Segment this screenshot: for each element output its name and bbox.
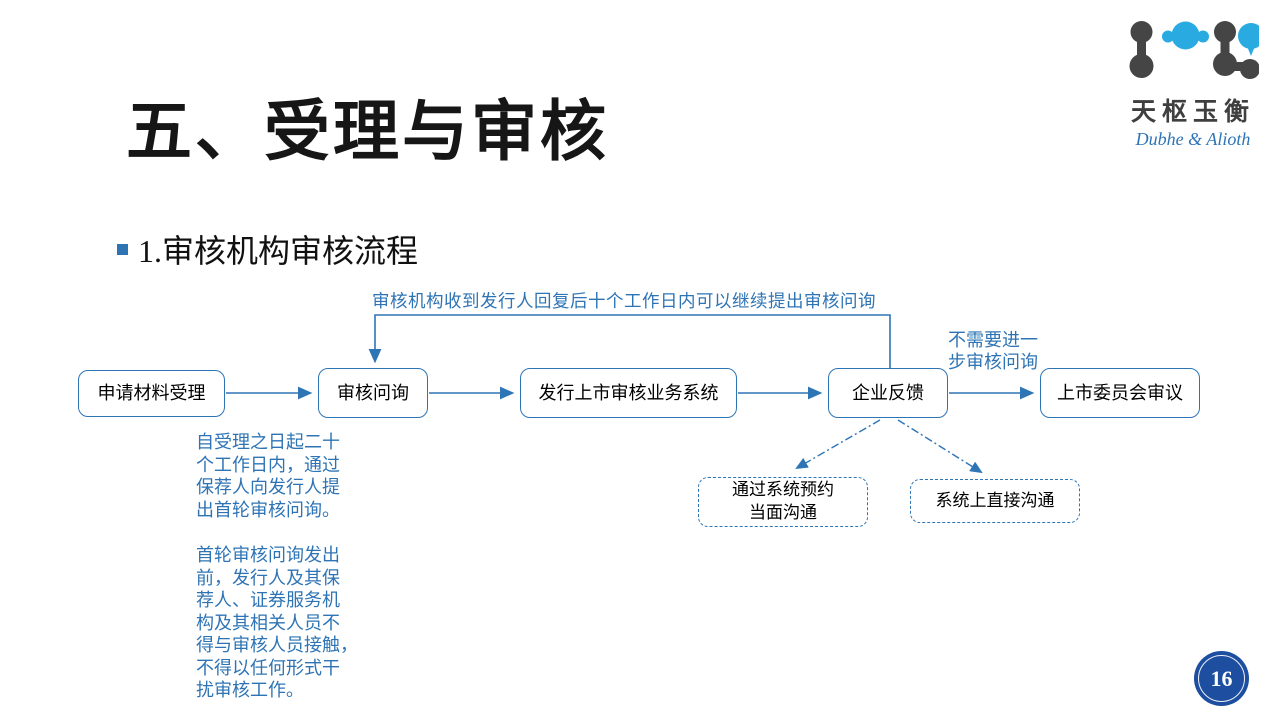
arrow-to-option2 <box>897 419 983 474</box>
side-note-no-contact: 首轮审核问询发出 前，发行人及其保 荐人、证券服务机 构及其相关人员不 得与审核… <box>196 545 358 700</box>
logo: 天枢玉衡 Dubhe & Alioth <box>1122 16 1264 150</box>
flow-box-application-acceptance: 申请材料受理 <box>78 370 225 417</box>
side-note-first-inquiry: 自受理之日起二十 个工作日内，通过 保荐人向发行人提 出首轮审核问询。 <box>196 432 340 520</box>
arrow-feedback-loop <box>368 314 891 368</box>
flow-box-review-inquiry: 审核问询 <box>318 368 428 418</box>
slide-subtitle: 1.审核机构审核流程 <box>138 233 419 269</box>
loop-annotation: 审核机构收到发行人回复后十个工作日内可以继续提出审核问询 <box>372 291 876 311</box>
flow-box-company-feedback: 企业反馈 <box>828 368 948 418</box>
logo-brand-text: 天枢玉衡 <box>1130 99 1255 126</box>
arrow-to-option1 <box>795 419 881 470</box>
slide-title: 五、受理与审核 <box>126 96 609 169</box>
bullet-square-icon <box>117 243 128 255</box>
no-further-inquiry-annotation: 不需要进一 步审核问询 <box>948 330 1038 372</box>
flow-box-listing-committee: 上市委员会审议 <box>1040 368 1200 418</box>
page-number-badge: 16 <box>1194 651 1249 706</box>
flowchart-connectors <box>226 314 1035 474</box>
logo-mark-icon <box>1129 21 1259 79</box>
page-number: 16 <box>1210 665 1233 691</box>
logo-subbrand-text: Dubhe & Alioth <box>1135 129 1251 149</box>
option-box-online-communication: 系统上直接沟通 <box>910 479 1080 523</box>
flow-box-listing-review-system: 发行上市审核业务系统 <box>520 368 737 418</box>
subtitle-row: 1.审核机构审核流程 <box>117 226 418 272</box>
option-box-face-to-face: 通过系统预约 当面沟通 <box>698 477 868 527</box>
